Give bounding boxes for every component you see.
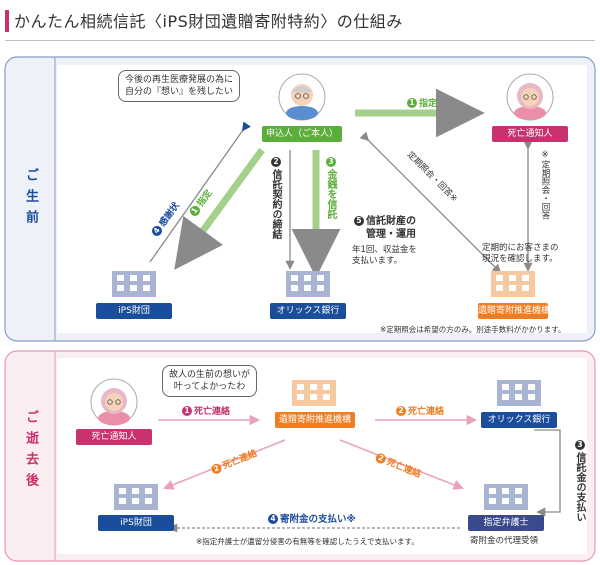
arrow-periodic-query-left xyxy=(359,131,502,274)
applicant-person-icon xyxy=(278,73,326,121)
before-orix-tag: オリックス銀行 xyxy=(270,303,346,319)
lawyer-tag: 指定弁護士 xyxy=(468,515,544,531)
arrow-designate-ips xyxy=(174,147,265,270)
page-title: かんたん相続信託〈iPS財団遺贈寄附特約〉の仕組み xyxy=(14,12,403,31)
applicant-bubble-line1: 今後の再生医療発展の為に xyxy=(125,75,234,85)
after-orix-building-icon xyxy=(497,380,541,406)
applicant-bubble-line2: 自分の『想い』を残したい xyxy=(125,87,234,97)
after-step2a-number: 2 xyxy=(396,406,406,416)
check-status-desc1: 定期的にお客さまの xyxy=(482,243,559,253)
after-section-label: ご逝去後 xyxy=(20,410,40,501)
after-ips-building-icon xyxy=(114,484,158,510)
orix-building-icon xyxy=(286,271,330,297)
after-step3-number: 3 xyxy=(575,440,585,450)
after-step3-label: 3 信託金の支払い xyxy=(574,440,586,522)
after-step1-text: 死亡連絡 xyxy=(194,407,231,417)
periodic-query-right-label: ※定期照会・回答 xyxy=(539,150,551,220)
after-step3-text: 信託金の支払い xyxy=(574,452,585,522)
before-promo-tag: 遺贈寄附推進機構 xyxy=(478,303,550,319)
before-ips-tag: iPS財団 xyxy=(96,303,172,319)
lawyer-desc: 寄附金の代理受領 xyxy=(470,536,539,546)
arrow-after-death-notice-lawyer xyxy=(339,439,464,490)
before-step5-line1: 信託財産の xyxy=(366,216,416,227)
before-step5-desc: 年1回、収益金を 支払います。 xyxy=(352,245,417,267)
before-step5-line2: 管理・運用 xyxy=(366,229,416,240)
notifier-bubble-line1: 故人の生前の想いが xyxy=(169,370,251,380)
after-promo-building-icon xyxy=(292,380,336,406)
arrow-after-death-notice-ips xyxy=(163,439,286,490)
after-section-label-text: ご逝去後 xyxy=(23,410,38,494)
periodic-query-right-text: ※定期照会・回答 xyxy=(540,150,550,220)
after-promo-tag: 遺贈寄附推進機構 xyxy=(275,412,355,428)
after-step4-text: 寄附金の支払い※ xyxy=(280,514,356,525)
title-divider xyxy=(5,40,595,41)
applicant-speech-bubble: 今後の再生医療発展の為に 自分の『想い』を残したい xyxy=(118,70,241,102)
before-step3-text: 金銭を信託 xyxy=(325,169,336,219)
after-step4-number: 4 xyxy=(268,514,278,524)
notifier-speech-bubble: 故人の生前の想いが 叶ってよかったわ xyxy=(162,365,258,397)
after-orix-tag: オリックス銀行 xyxy=(481,412,557,428)
before-step2-number: 2 xyxy=(271,157,281,167)
before-step5-number: 5 xyxy=(354,216,364,226)
before-section-label: ご生前 xyxy=(20,168,40,238)
before-step5-desc1: 年1回、収益金を xyxy=(352,245,417,255)
before-step1-number: 1 xyxy=(407,98,417,108)
notifier-person-icon xyxy=(506,73,554,121)
before-step5-desc2: 支払います。 xyxy=(352,256,403,266)
before-step3-label: 3 金銭を信託 xyxy=(325,157,337,219)
before-notifier-tag: 死亡通知人 xyxy=(492,126,568,142)
applicant-tag: 申込人（ご本人） xyxy=(262,126,342,142)
arrow-trust-payment xyxy=(534,429,561,517)
before-footnote: ※定期照会は希望の方のみ。別途手数料がかかります。 xyxy=(380,325,566,334)
check-status-desc2: 現況を確認します。 xyxy=(482,254,558,264)
promo-building-icon xyxy=(491,271,535,297)
after-notifier-person-icon xyxy=(90,378,138,426)
before-step2-label: 2 信託契約の締結 xyxy=(270,157,282,239)
ips-building-icon xyxy=(112,271,156,297)
notifier-bubble-line2: 叶ってよかったわ xyxy=(173,382,246,392)
after-footnote: ※指定弁護士が遺留分侵害の有無等を確認したうえで支払います。 xyxy=(196,537,419,546)
title-accent xyxy=(5,10,9,32)
check-status-desc: 定期的にお客さまの 現況を確認します。 xyxy=(482,243,559,265)
lawyer-building-icon xyxy=(484,484,528,510)
after-ips-tag: iPS財団 xyxy=(98,515,174,531)
after-notifier-tag: 死亡通知人 xyxy=(76,429,152,445)
before-step1-text: 指定 xyxy=(419,99,438,109)
after-step1-number: 1 xyxy=(182,406,192,416)
arrow-thanks-letter xyxy=(149,121,251,263)
after-step2a-text: 死亡連絡 xyxy=(408,407,445,417)
before-step2-text: 信託契約の締結 xyxy=(270,169,281,239)
before-step3-number: 3 xyxy=(326,157,336,167)
before-section-label-text: ご生前 xyxy=(23,168,38,231)
